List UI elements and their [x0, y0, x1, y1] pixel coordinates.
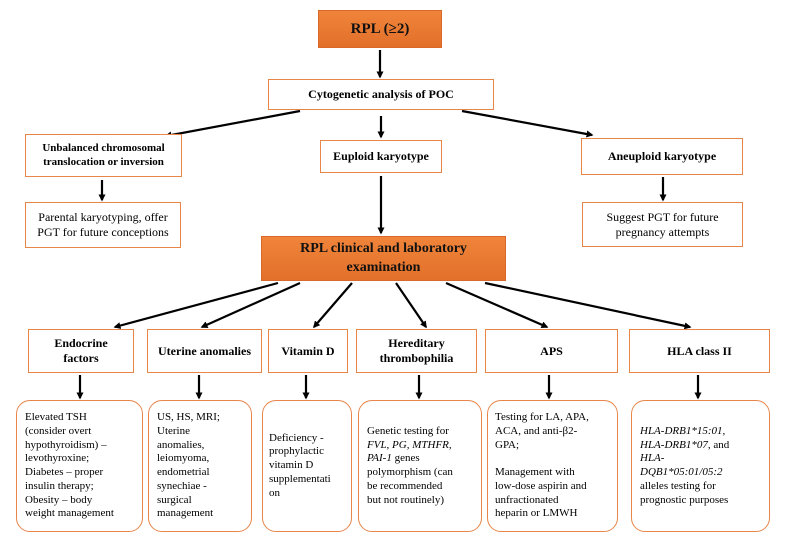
thrombophilia-label: Hereditary thrombophilia [379, 336, 454, 365]
aps-testing: Testing for LA, APA, ACA, and anti-β2- G… [495, 411, 589, 451]
thrombophilia-pre: Genetic testing for [367, 424, 449, 437]
uterine-detail: US, HS, MRI; Uterine anomalies, leiomyom… [148, 400, 252, 532]
parental-label: Parental karyotyping, offer PGT for futu… [37, 210, 169, 239]
clinical-node: RPL clinical and laboratory examination [261, 236, 506, 281]
aps-label: APS [540, 343, 563, 358]
suggest-pgt-node: Suggest PGT for future pregnancy attempt… [582, 202, 743, 247]
endocrine-node: Endocrine factors [28, 329, 134, 373]
unbalanced-node: Unbalanced chromosomal translocation or … [25, 134, 182, 177]
arrow-clinical-thrombophilia [395, 282, 427, 329]
arrow-clinical-vitamind [313, 282, 353, 329]
endocrine-detail: Elevated TSH (consider overt hypothyroid… [16, 400, 143, 532]
hla-allele-1: HLA-DRB1*15:01, [640, 424, 726, 437]
arrow-clinical-endocrine [113, 281, 279, 329]
hla-node: HLA class II [629, 329, 770, 373]
hla-allele-3: HLA- DQB1*05:01/05:2 [640, 452, 723, 478]
clinical-label: RPL clinical and laboratory examination [300, 240, 467, 275]
arrow-clinical-hla [484, 281, 692, 330]
vitamind-node: Vitamin D [268, 329, 348, 373]
suggest-pgt-label: Suggest PGT for future pregnancy attempt… [606, 209, 719, 239]
aps-node: APS [485, 329, 618, 373]
rpl-label: RPL (≥2) [350, 20, 410, 37]
hla-allele-2: HLA-DRB1*07 [640, 438, 708, 451]
hla-post: alleles testing for prognostic purposes [640, 479, 729, 506]
vitamind-label: Vitamin D [281, 343, 335, 358]
aps-management: Management with low-dose aspirin and unf… [495, 466, 587, 520]
hla-label: HLA class II [667, 343, 732, 358]
endocrine-detail-text: Elevated TSH (consider overt hypothyroid… [25, 411, 114, 520]
aps-detail: Testing for LA, APA, ACA, and anti-β2- G… [487, 400, 618, 532]
thrombophilia-post-1: genes [391, 452, 420, 465]
uterine-detail-text: US, HS, MRI; Uterine anomalies, leiomyom… [157, 411, 220, 520]
cytogenetic-node: Cytogenetic analysis of POC [268, 79, 494, 110]
thrombophilia-node: Hereditary thrombophilia [356, 329, 477, 373]
unbalanced-label: Unbalanced chromosomal translocation or … [42, 141, 165, 168]
thrombophilia-post-2: polymorphism (can be recommended but not… [367, 466, 453, 506]
aps-detail-text: Testing for LA, APA, ACA, and anti-β2- G… [495, 411, 589, 521]
thrombophilia-genes-1: FVL, PG, MTHFR, [367, 438, 452, 451]
endocrine-label: Endocrine factors [54, 336, 108, 365]
rpl-node: RPL (≥2) [318, 10, 442, 48]
arrow-clinical-uterine [200, 281, 301, 329]
arrow-cyto-aneuploid [461, 109, 594, 138]
uterine-label: Uterine anomalies [158, 343, 251, 358]
aneuploid-label: Aneuploid karyotype [607, 149, 717, 163]
aneuploid-node: Aneuploid karyotype [581, 138, 743, 175]
thrombophilia-genes-2: PAI-1 [367, 452, 392, 465]
cytogenetic-label: Cytogenetic analysis of POC [308, 87, 454, 101]
arrow-clinical-aps [445, 281, 549, 329]
vitamind-detail-text: Deficiency - prophylactic vitamin D supp… [269, 431, 331, 499]
euploid-label: Euploid karyotype [333, 149, 429, 163]
vitamind-detail: Deficiency - prophylactic vitamin D supp… [262, 400, 352, 532]
arrow-cyto-unbalanced [164, 109, 301, 139]
uterine-node: Uterine anomalies [147, 329, 262, 373]
hla-and: , and [707, 438, 730, 451]
euploid-node: Euploid karyotype [320, 140, 442, 173]
parental-node: Parental karyotyping, offer PGT for futu… [25, 202, 181, 248]
